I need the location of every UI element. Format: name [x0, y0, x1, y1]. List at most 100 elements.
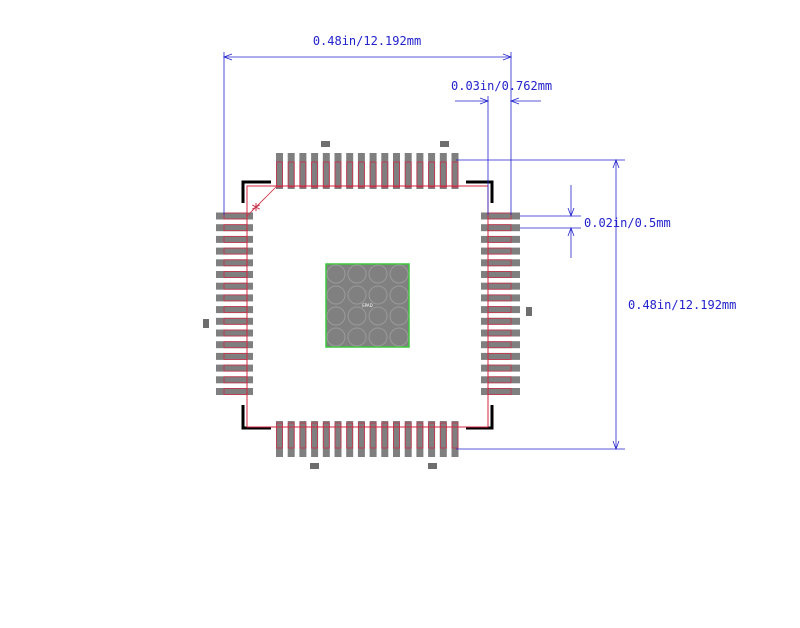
pin1-leader	[246, 185, 278, 217]
left-pad	[216, 388, 253, 395]
bottom-pad-outline	[287, 422, 295, 449]
left-pad	[216, 282, 253, 290]
right-pad	[481, 294, 520, 302]
top-pad-outline	[404, 161, 412, 188]
epad-via	[389, 285, 409, 305]
top-pad	[346, 153, 354, 189]
body-corner-marks	[241, 180, 494, 430]
left-pad	[216, 317, 253, 325]
bottom-pad	[451, 421, 459, 457]
top-pad	[311, 153, 319, 189]
top-pad-outline	[381, 161, 389, 188]
height-arrow-top	[612, 158, 620, 169]
bottom-pad	[357, 421, 365, 457]
top-pad-outline	[322, 161, 330, 188]
bottom-pad-outline	[428, 422, 436, 449]
bottom-pad	[334, 421, 342, 457]
pitch-dimension-label: 0.02in/0.5mm	[584, 216, 671, 230]
left-pad	[216, 341, 253, 349]
top-pad-outline	[416, 161, 424, 188]
epad-via	[347, 306, 367, 326]
right-pad	[481, 306, 520, 314]
top-pad-outline	[451, 161, 459, 188]
bottom-pad-outline	[334, 422, 342, 449]
top-pad	[428, 153, 436, 189]
top-pad-outline	[276, 161, 283, 188]
top-pad-outline	[287, 161, 295, 188]
epad-via	[326, 327, 346, 347]
bottom-pad-outline	[439, 422, 447, 449]
epad-via	[326, 306, 346, 326]
fiducial	[526, 307, 532, 316]
right-pad	[481, 364, 520, 372]
pin1-star: *	[252, 200, 261, 221]
top-pad	[334, 153, 342, 189]
left-pad	[216, 247, 253, 255]
top-pad	[393, 153, 400, 189]
bottom-pad-outline	[393, 422, 400, 449]
bottom-pad-outline	[299, 422, 307, 449]
bottom-pad	[299, 421, 307, 457]
bottom-pad	[311, 421, 319, 457]
top-pad-outline	[393, 161, 400, 188]
bottom-pad-outline	[451, 422, 459, 449]
epad-via	[347, 264, 367, 284]
bottom-pad	[416, 421, 424, 457]
top-pad	[276, 153, 283, 189]
fiducial-marks	[203, 141, 532, 469]
top-pad-outline	[299, 161, 307, 188]
right-pad	[481, 352, 520, 360]
right-pad	[481, 259, 520, 267]
left-pad	[216, 212, 253, 220]
top-pad-outline	[311, 161, 319, 188]
top-pad	[381, 153, 389, 189]
epad-via	[389, 264, 409, 284]
fiducial	[321, 141, 330, 147]
epad-via	[326, 285, 346, 305]
width-arrow-right	[502, 53, 513, 61]
fiducial	[310, 463, 319, 469]
pad-width-dimension-label: 0.03in/0.762mm	[451, 79, 552, 93]
right-pad	[481, 224, 520, 232]
top-pad	[451, 153, 459, 189]
epad-via	[389, 327, 409, 347]
left-pad	[216, 364, 253, 372]
bottom-pad	[369, 421, 377, 457]
bottom-pad-outline	[276, 422, 283, 449]
epad-via	[368, 264, 388, 284]
top-pad-outline	[334, 161, 342, 188]
epad-via	[389, 306, 409, 326]
left-pad	[216, 352, 253, 360]
top-pad	[404, 153, 412, 189]
bottom-pad	[346, 421, 354, 457]
bottom-pad	[276, 421, 283, 457]
top-pad	[369, 153, 377, 189]
height-dimension-label: 0.48in/12.192mm	[628, 298, 736, 312]
fiducial	[440, 141, 449, 147]
pitch-arrow-bottom	[567, 226, 575, 237]
right-pad	[481, 271, 520, 278]
bottom-pad	[404, 421, 412, 457]
bottom-pad-outline	[369, 422, 377, 449]
left-pad	[216, 294, 253, 302]
top-pad	[439, 153, 447, 189]
left-pad	[216, 329, 253, 337]
top-pad	[322, 153, 330, 189]
bottom-pad-outline	[381, 422, 389, 449]
top-pad-outline	[439, 161, 447, 188]
epad-rect	[325, 263, 410, 348]
epad-via-grid	[326, 264, 409, 347]
exposed-pad: EPAD	[325, 263, 410, 348]
right-pad	[481, 376, 520, 384]
fiducial	[203, 319, 209, 328]
corner-mark	[466, 180, 494, 203]
top-pad	[299, 153, 307, 189]
pitch-arrow-top	[567, 207, 575, 218]
left-pad	[216, 376, 253, 384]
right-pad	[481, 388, 520, 395]
pad-rows	[216, 153, 520, 457]
top-pad	[357, 153, 365, 189]
bottom-pad	[381, 421, 389, 457]
epad-via	[368, 306, 388, 326]
